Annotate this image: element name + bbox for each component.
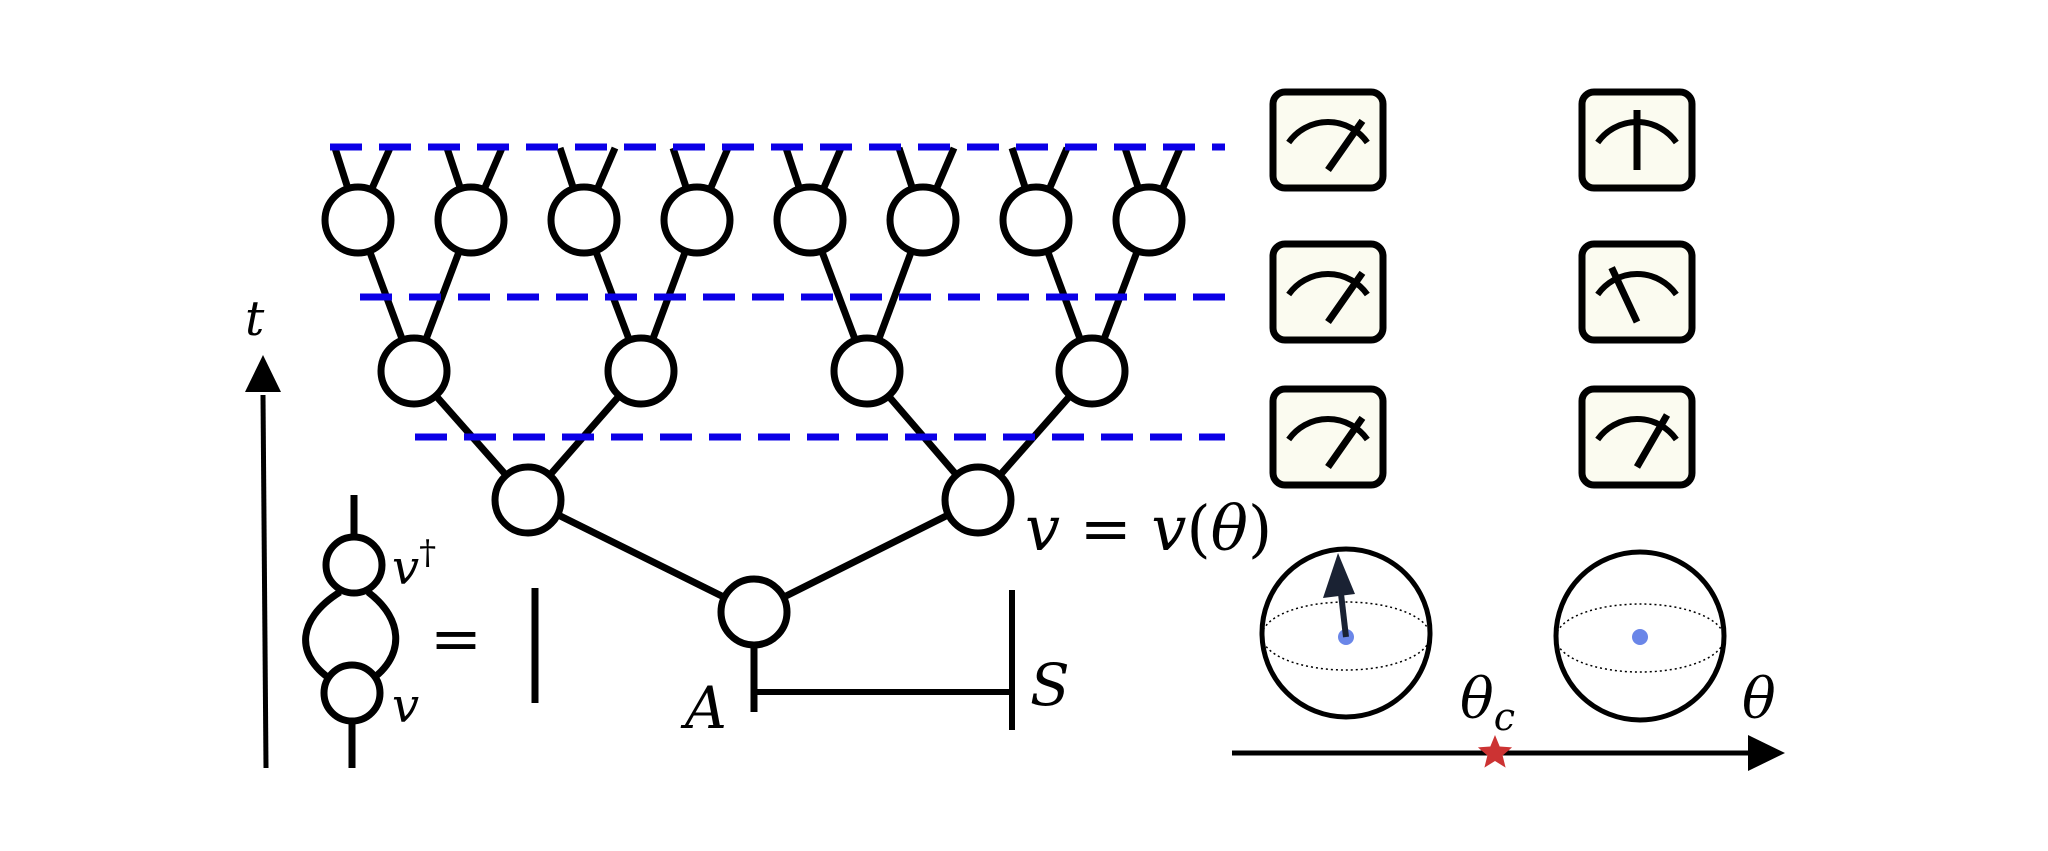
meter-needle <box>1325 415 1366 470</box>
theta-axis-label: θ <box>1742 667 1776 732</box>
sphere-equator <box>1261 601 1431 671</box>
node-equation: v = v(θ) <box>1025 492 1272 565</box>
tree-node <box>604 334 678 408</box>
meter-icon <box>1269 385 1387 489</box>
tree-node <box>1055 334 1129 408</box>
meter-scale-arc <box>1286 416 1370 442</box>
theta-axis-arrowhead <box>1748 735 1785 771</box>
tree-node <box>491 463 565 537</box>
meter-scale-arc <box>1286 271 1370 297</box>
tree-node <box>830 334 904 408</box>
tree-node <box>1112 183 1186 257</box>
isometry-identity: v† v = <box>302 495 539 768</box>
meter-icon <box>1578 385 1696 489</box>
v-dagger-node <box>322 533 386 597</box>
bloch-sphere-left <box>1259 546 1433 720</box>
tree-node <box>886 183 960 257</box>
critical-point-star <box>1477 735 1513 768</box>
time-axis-label: t <box>245 291 265 347</box>
meter-icon <box>1578 88 1696 192</box>
region-a-label: A <box>680 674 727 742</box>
meter-needle <box>1325 270 1366 325</box>
tree-root-node <box>717 575 791 649</box>
meter-icon <box>1269 88 1387 192</box>
meters <box>1269 88 1696 489</box>
state-arrowhead <box>1323 553 1355 598</box>
tree-nodes <box>321 183 1186 649</box>
tree-node <box>321 183 395 257</box>
meter-icon <box>1269 240 1387 344</box>
meter-needle <box>1633 413 1671 469</box>
time-axis-arrowhead <box>245 355 281 392</box>
meter-needle <box>1608 266 1641 324</box>
v-dagger-label: v† <box>392 533 436 596</box>
meter-scale-arc <box>1595 271 1679 297</box>
region-bracket <box>751 590 1015 730</box>
meter-scale-arc <box>1286 119 1370 145</box>
theta-c-label: θc <box>1460 667 1515 739</box>
meter-needle <box>1325 118 1366 173</box>
meter-icon <box>1578 240 1696 344</box>
tree-node <box>660 183 734 257</box>
equals-sign: = <box>430 602 482 675</box>
tree-node <box>773 183 847 257</box>
bloch-sphere-right <box>1553 549 1727 723</box>
tree-node <box>434 183 508 257</box>
sphere-equator <box>1555 603 1725 673</box>
tree-node <box>941 463 1015 537</box>
sphere-center-dot <box>1632 629 1648 645</box>
tree-node <box>547 183 621 257</box>
theta-axis: θc θ <box>1232 667 1785 771</box>
region-s-label: S <box>1030 651 1070 719</box>
dashed-lines <box>330 143 1225 441</box>
v-node <box>320 661 384 725</box>
time-axis: t <box>245 291 281 769</box>
v-label: v <box>392 678 419 734</box>
meter-scale-arc <box>1595 416 1679 442</box>
tree-node <box>999 183 1073 257</box>
tree-node <box>377 334 451 408</box>
